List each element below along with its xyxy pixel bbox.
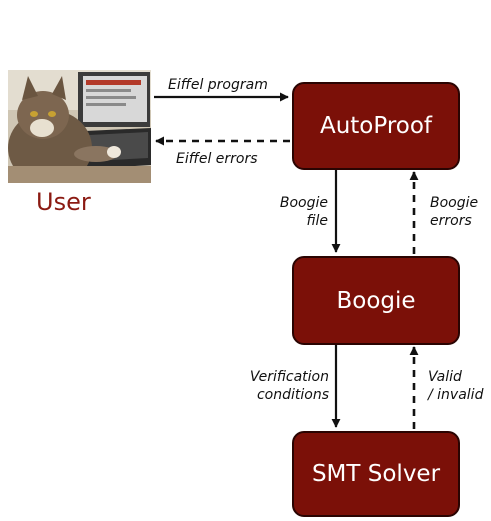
label-boogie-file: Boogie file — [279, 195, 328, 229]
label-verification-conditions: Verification conditions — [249, 369, 329, 403]
label-valid-invalid: Valid / invalid — [428, 369, 484, 403]
user-photo — [8, 70, 151, 183]
boogie-box: Boogie — [292, 256, 460, 345]
autoproof-box: AutoProof — [292, 82, 460, 170]
label-eiffel-program: Eiffel program — [168, 77, 268, 93]
label-eiffel-errors: Eiffel errors — [176, 151, 258, 167]
label-boogie-errors: Boogie errors — [430, 195, 479, 229]
user-label: User — [36, 188, 91, 216]
smt-solver-box: SMT Solver — [292, 431, 460, 517]
